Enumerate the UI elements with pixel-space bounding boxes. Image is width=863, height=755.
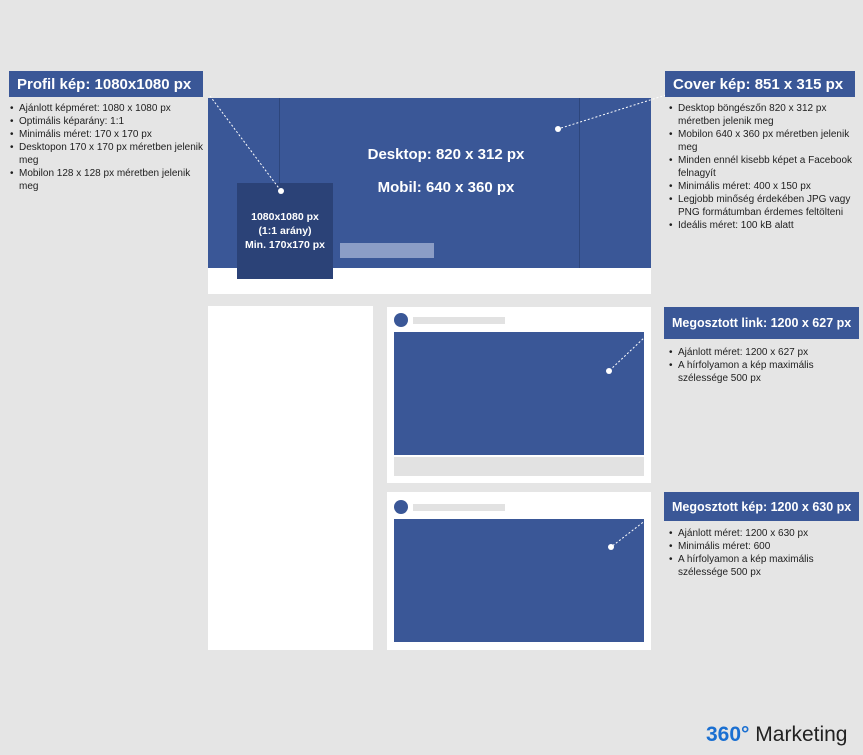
link-connector-dot: [606, 368, 612, 374]
brand-logo: 360° Marketing: [706, 723, 847, 747]
image-connector-dot: [608, 544, 614, 550]
left-column-panel: [208, 306, 373, 650]
image-bullet: Minimális méret: 600: [669, 540, 863, 553]
profile-title-label: Profil kép: 1080x1080 px: [9, 71, 203, 97]
profile-bullets: Ajánlott képméret: 1080 x 1080 px Optimá…: [9, 102, 204, 193]
profile-picture-box: 1080x1080 px (1:1 arány) Min. 170x170 px: [237, 183, 333, 279]
cover-mobile-size: Mobil: 640 x 360 px: [377, 179, 515, 196]
profile-bullet: Optimális képarány: 1:1: [10, 115, 204, 128]
profile-bullet: Mobilon 128 x 128 px méretben jelenik me…: [10, 167, 204, 193]
cover-bullet: Legjobb minőség érdekében JPG vagy PNG f…: [669, 193, 863, 219]
cover-button-placeholder: [340, 243, 434, 258]
cover-bullet: Ideális méret: 100 kB alatt: [669, 219, 863, 232]
image-bullets: Ajánlott méret: 1200 x 630 px Minimális …: [668, 527, 863, 579]
cover-bullets: Desktop böngészőn 820 x 312 px méretben …: [668, 102, 863, 232]
cover-guide-right: [579, 98, 580, 268]
link-post-name-bar: [413, 317, 505, 324]
link-bullet: A hírfolyamon a kép maximális szélessége…: [669, 359, 863, 385]
image-bullet: Ajánlott méret: 1200 x 630 px: [669, 527, 863, 540]
link-post-avatar: [394, 313, 408, 327]
cover-bullet: Desktop böngészőn 820 x 312 px méretben …: [669, 102, 863, 128]
cover-bullet: Minimális méret: 400 x 150 px: [669, 180, 863, 193]
link-bullet: Ajánlott méret: 1200 x 627 px: [669, 346, 863, 359]
profile-box-min: Min. 170x170 px: [245, 239, 325, 251]
cover-title-label: Cover kép: 851 x 315 px: [665, 71, 855, 97]
image-post-image: [394, 519, 644, 642]
brand-word: Marketing: [749, 723, 848, 746]
cover-desktop-size: Desktop: 820 x 312 px: [367, 146, 525, 163]
link-title-label: Megosztott link: 1200 x 627 px: [664, 307, 859, 339]
link-post-image: [394, 332, 644, 455]
image-post-avatar: [394, 500, 408, 514]
image-title-label: Megosztott kép: 1200 x 630 px: [664, 492, 859, 521]
cover-bullet: Mobilon 640 x 360 px méretben jelenik me…: [669, 128, 863, 154]
cover-bullet: Minden ennél kisebb képet a Facebook fel…: [669, 154, 863, 180]
cover-connector-dot: [555, 126, 561, 132]
brand-number: 360°: [706, 723, 750, 746]
profile-bullet: Minimális méret: 170 x 170 px: [10, 128, 204, 141]
link-bullets: Ajánlott méret: 1200 x 627 px A hírfolya…: [668, 346, 863, 385]
profile-box-size: 1080x1080 px: [251, 211, 319, 223]
profile-bullet: Desktopon 170 x 170 px méretben jelenik …: [10, 141, 204, 167]
profile-box-ratio: (1:1 arány): [258, 225, 312, 237]
profile-connector-dot: [278, 188, 284, 194]
image-post-name-bar: [413, 504, 505, 511]
image-bullet: A hírfolyamon a kép maximális szélessége…: [669, 553, 863, 579]
profile-bullet: Ajánlott képméret: 1080 x 1080 px: [10, 102, 204, 115]
link-post-footer: [394, 457, 644, 476]
